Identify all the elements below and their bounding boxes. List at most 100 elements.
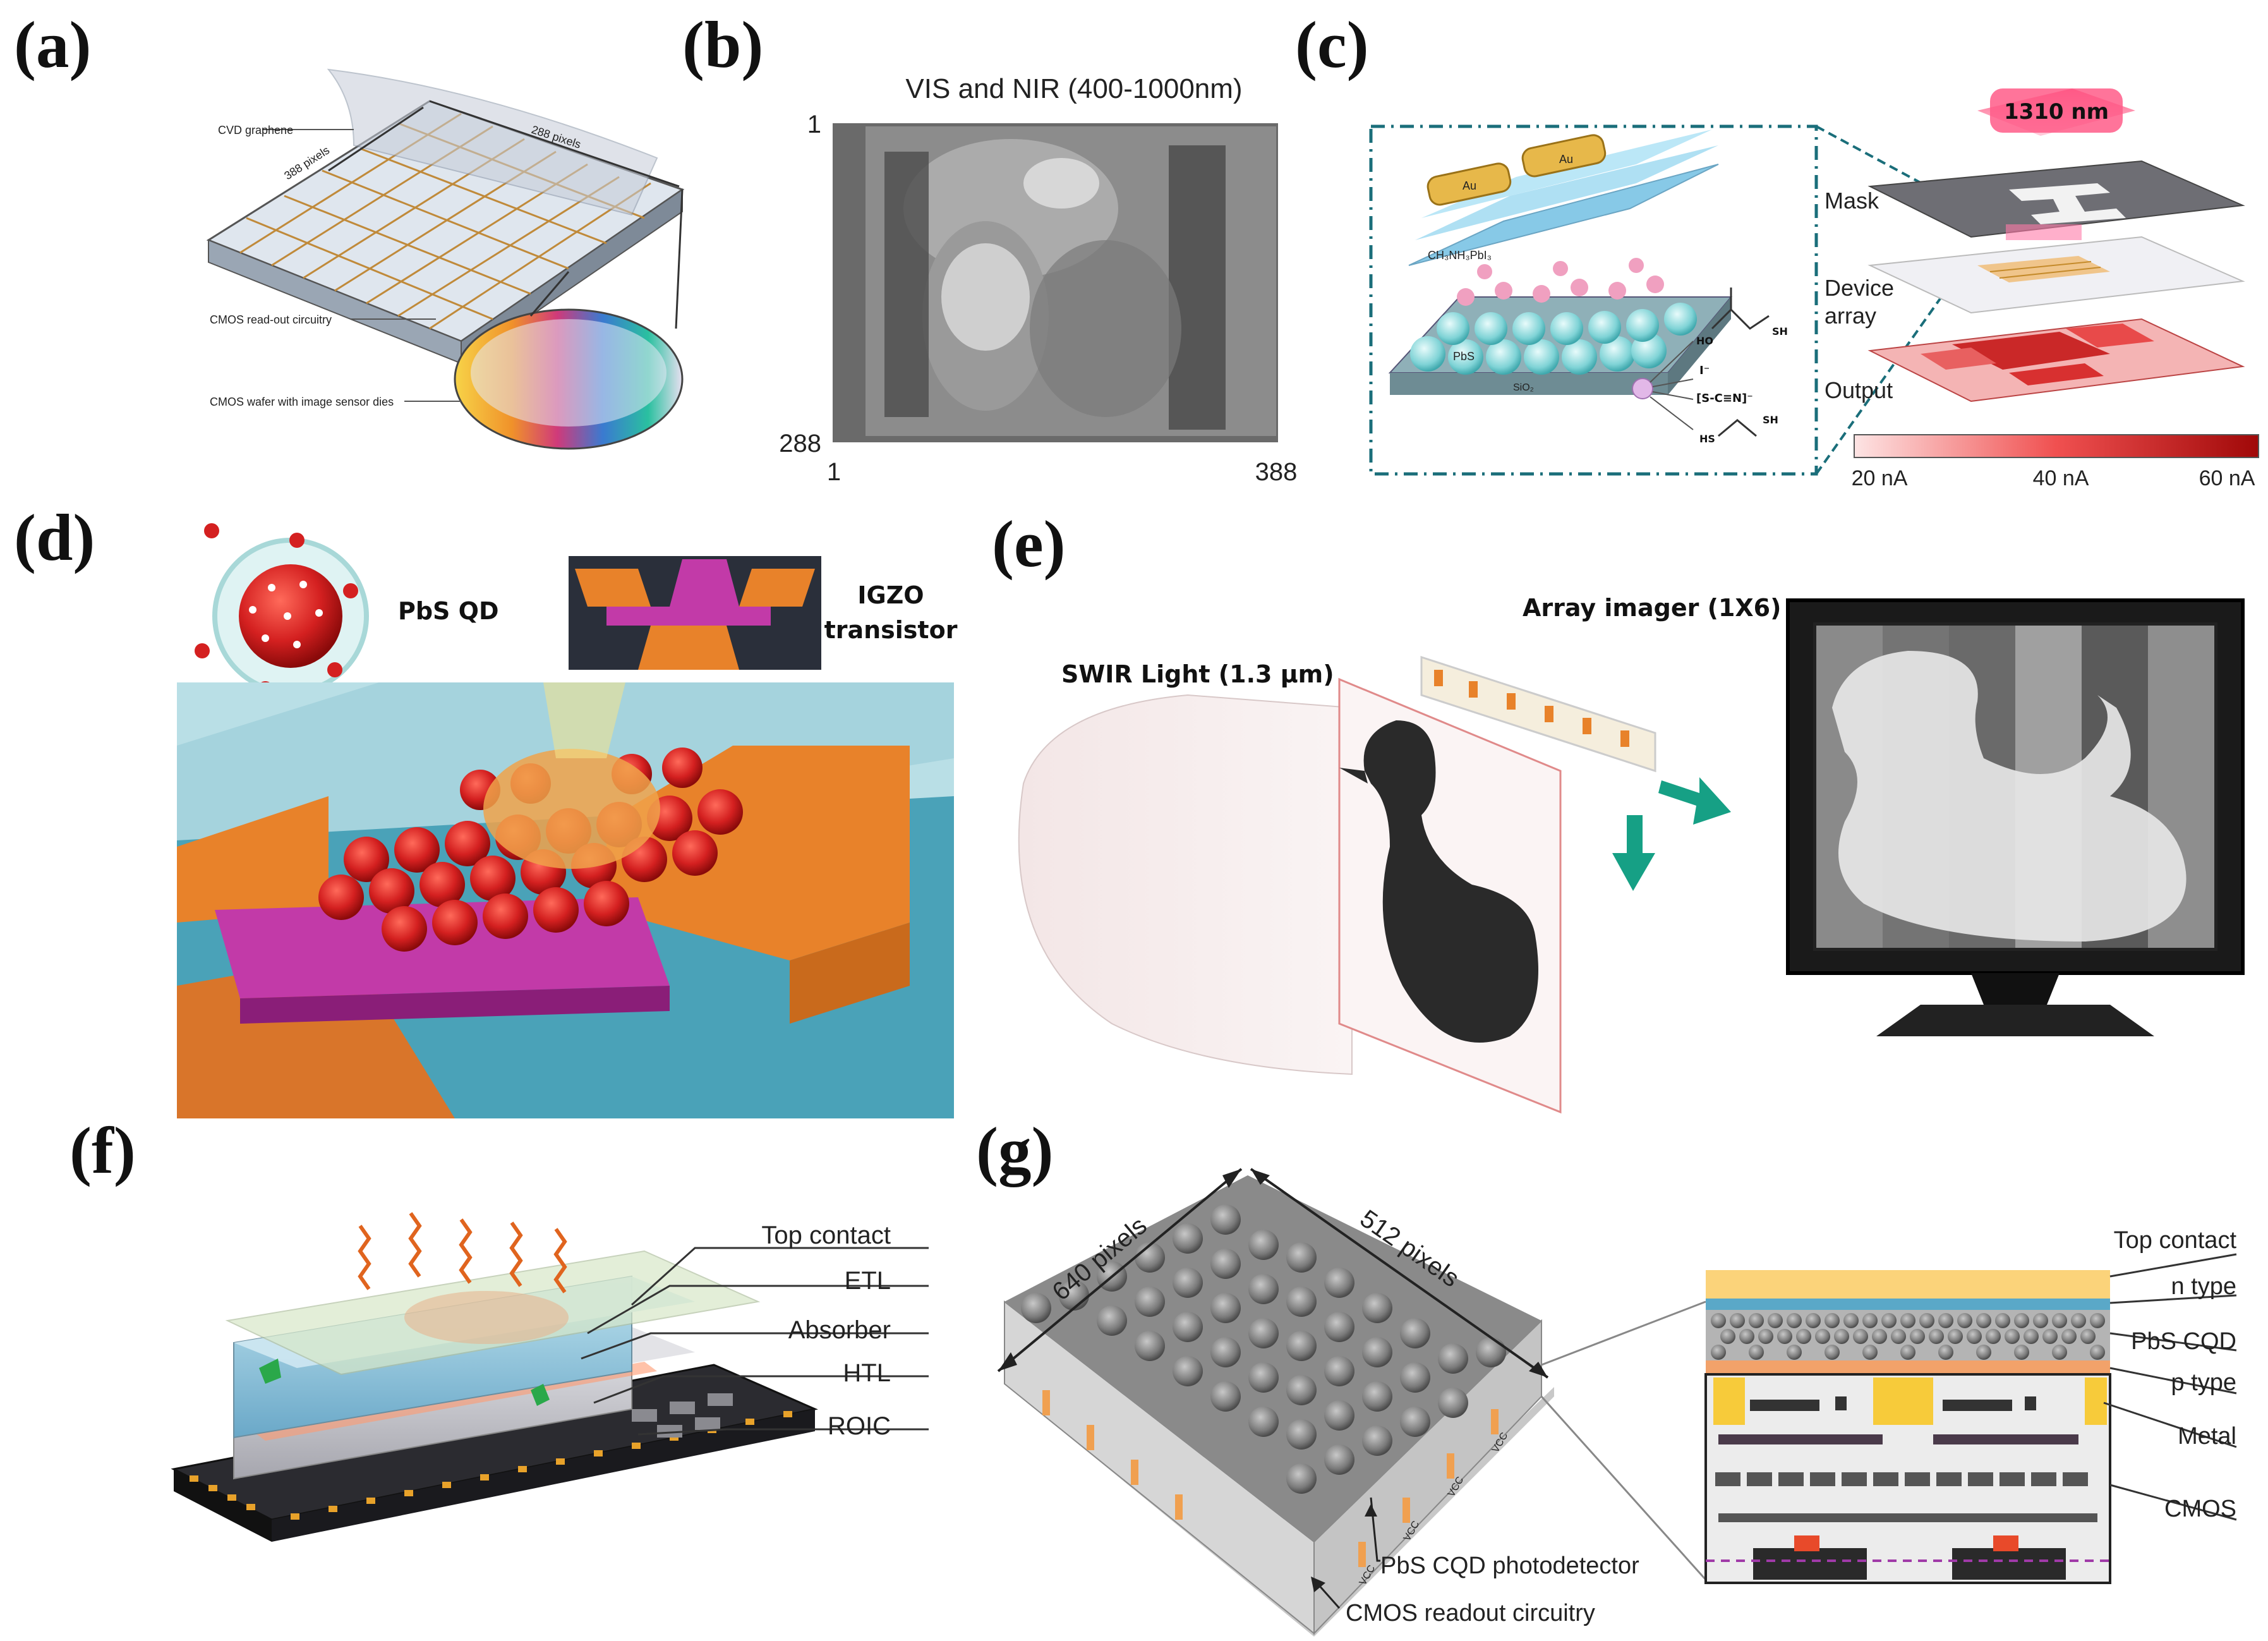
g-label-pbs-cqd: PbS CQD [2131,1328,2236,1355]
label-photodetector: PbS CQD photodetector [1380,1553,1639,1579]
au-label-2: Au [1559,153,1573,166]
monitor-base [1876,1005,2154,1036]
panel-a-letter: (a) [14,8,92,82]
panel-f: Top contact ETL Absorber HTL ROIC [171,1212,929,1542]
axis-x-right: 388 [1255,458,1298,486]
label-readout: CMOS read-out circuitry [210,313,332,326]
colorbar-mid: 40 nA [2033,466,2089,490]
panel-a: CVD graphene 288 pixels 388 pixels CMOS … [206,68,685,450]
axis-y-top: 1 [807,111,821,138]
g-label-cmos: CMOS [2164,1496,2236,1522]
xs-metal-2 [1873,1378,1933,1425]
light-cone [543,682,625,758]
arrow-down [1612,815,1655,891]
colorbar [1854,434,2259,458]
label-mask: Mask [1825,188,1879,214]
panel-b-title: VIS and NIR (400-1000nm) [905,73,1242,104]
xs-metal-1 [1713,1378,1745,1425]
xs-metal-3 [2085,1378,2107,1425]
xs-n-type [1706,1299,2110,1310]
f-label-etl: ETL [845,1267,891,1295]
array-pixels [1434,670,1629,747]
xs-p-type [1706,1360,2110,1374]
panel-e: Array imager (1X6) SWIR Light (1.3 μm) [1018,594,2245,1114]
perovskite-layer [1408,164,1719,266]
label-igzo-1: IGZO [857,581,924,609]
illuminated-spot [483,749,660,869]
colorbar-max: 60 nA [2199,466,2255,490]
xs-cqd-dots [1711,1313,2105,1360]
label-graphene: CVD graphene [218,124,293,136]
ligand-balls [1457,258,1664,306]
monitor-neck [1971,973,2060,1005]
xs-transistor-1 [1753,1548,1867,1580]
duck-silhouette [1363,720,1538,1043]
label-array-imager: Array imager (1X6) [1523,594,1781,622]
g-label-metal: Metal [2178,1423,2236,1450]
ligand-thiocyanate: [S-C≡N]⁻ [1696,392,1753,405]
au-electrode-1 [1427,162,1512,206]
qd-ligands [249,581,323,648]
pbs-dot-layer [1410,303,1697,375]
panel-d: PbS QD IGZO transistor [177,523,958,1118]
panel-b: VIS and NIR (400-1000nm) 1 288 1 388 [779,73,1297,486]
panel-c-letter: (c) [1295,8,1369,82]
xs-transistor-2 [1952,1548,2066,1580]
panel-g-letter: (g) [976,1113,1054,1187]
panel-c: Au Au CH₃NH₃PbI₃ PbS SiO₂ HO SH I⁻ [S-C≡… [1369,88,2259,490]
source-left [177,796,329,923]
ligand-iodide: I⁻ [1699,364,1710,377]
panel-d-letter: (d) [14,500,95,574]
sio2-label: SiO₂ [1513,382,1534,393]
swir-beam [1018,694,1353,1075]
dim-arrow-388 [328,106,424,172]
axis-y-bottom: 288 [779,430,821,457]
mask-h-pattern [2009,183,2126,224]
xs-top-contact [1706,1270,2110,1299]
wafer-dies [471,319,667,427]
colorbar-min: 20 nA [1852,466,1908,490]
ligand-acid-ho: HO [1696,335,1713,347]
perovskite-label: CH₃NH₃PbI₃ [1428,249,1492,262]
pbs-label: PbS [1453,350,1475,363]
vcc-pins [1042,1390,1499,1567]
roic-cells [632,1393,733,1438]
axis-x-left: 1 [827,458,841,486]
ligand-ethane-sh: SH [1763,414,1778,426]
label-swir: SWIR Light (1.3 μm) [1061,660,1334,688]
f-label-absorber: Absorber [788,1316,891,1344]
ligand-center [1632,378,1653,399]
panel-e-letter: (e) [992,507,1066,581]
f-label-htl: HTL [843,1359,891,1387]
dim-arrow-512 [1250,1168,1549,1379]
graphene-sheet [327,68,658,216]
wavelength-badge [1990,88,2123,133]
g-label-p-type: p type [2171,1369,2236,1396]
drain-right [606,746,910,960]
g-label-n-type: n type [2171,1273,2236,1300]
incident-light [358,1212,567,1293]
label-igzo-2: transistor [824,616,958,644]
label-output: Output [1825,377,1893,403]
ligand-acid-sh: SH [1772,325,1788,337]
dim-arrow-640 [997,1168,1243,1372]
cqd-spheres [1021,1204,1506,1494]
g-label-top-contact: Top contact [2114,1227,2237,1254]
arrow-right [1658,777,1731,825]
detail-box [1369,124,1818,476]
f-label-roic: ROIC [828,1412,891,1440]
xs-cmos-cells [1715,1472,2088,1486]
f-label-top-contact: Top contact [761,1221,891,1249]
panel-b-letter: (b) [682,8,764,82]
au-electrode-2 [1521,134,1607,178]
array-strip [1420,655,1656,773]
label-device-1: Device [1825,275,1894,301]
label-pbs-qd: PbS QD [398,597,499,625]
wavelength-label: 1310 nm [2004,99,2109,124]
screen-duck [1832,651,2187,942]
label-wafer: CMOS wafer with image sensor dies [210,396,394,408]
dim-arrow-288 [429,100,680,188]
illumination-spot [404,1291,569,1344]
ligand-ethane-hs: HS [1699,433,1715,445]
